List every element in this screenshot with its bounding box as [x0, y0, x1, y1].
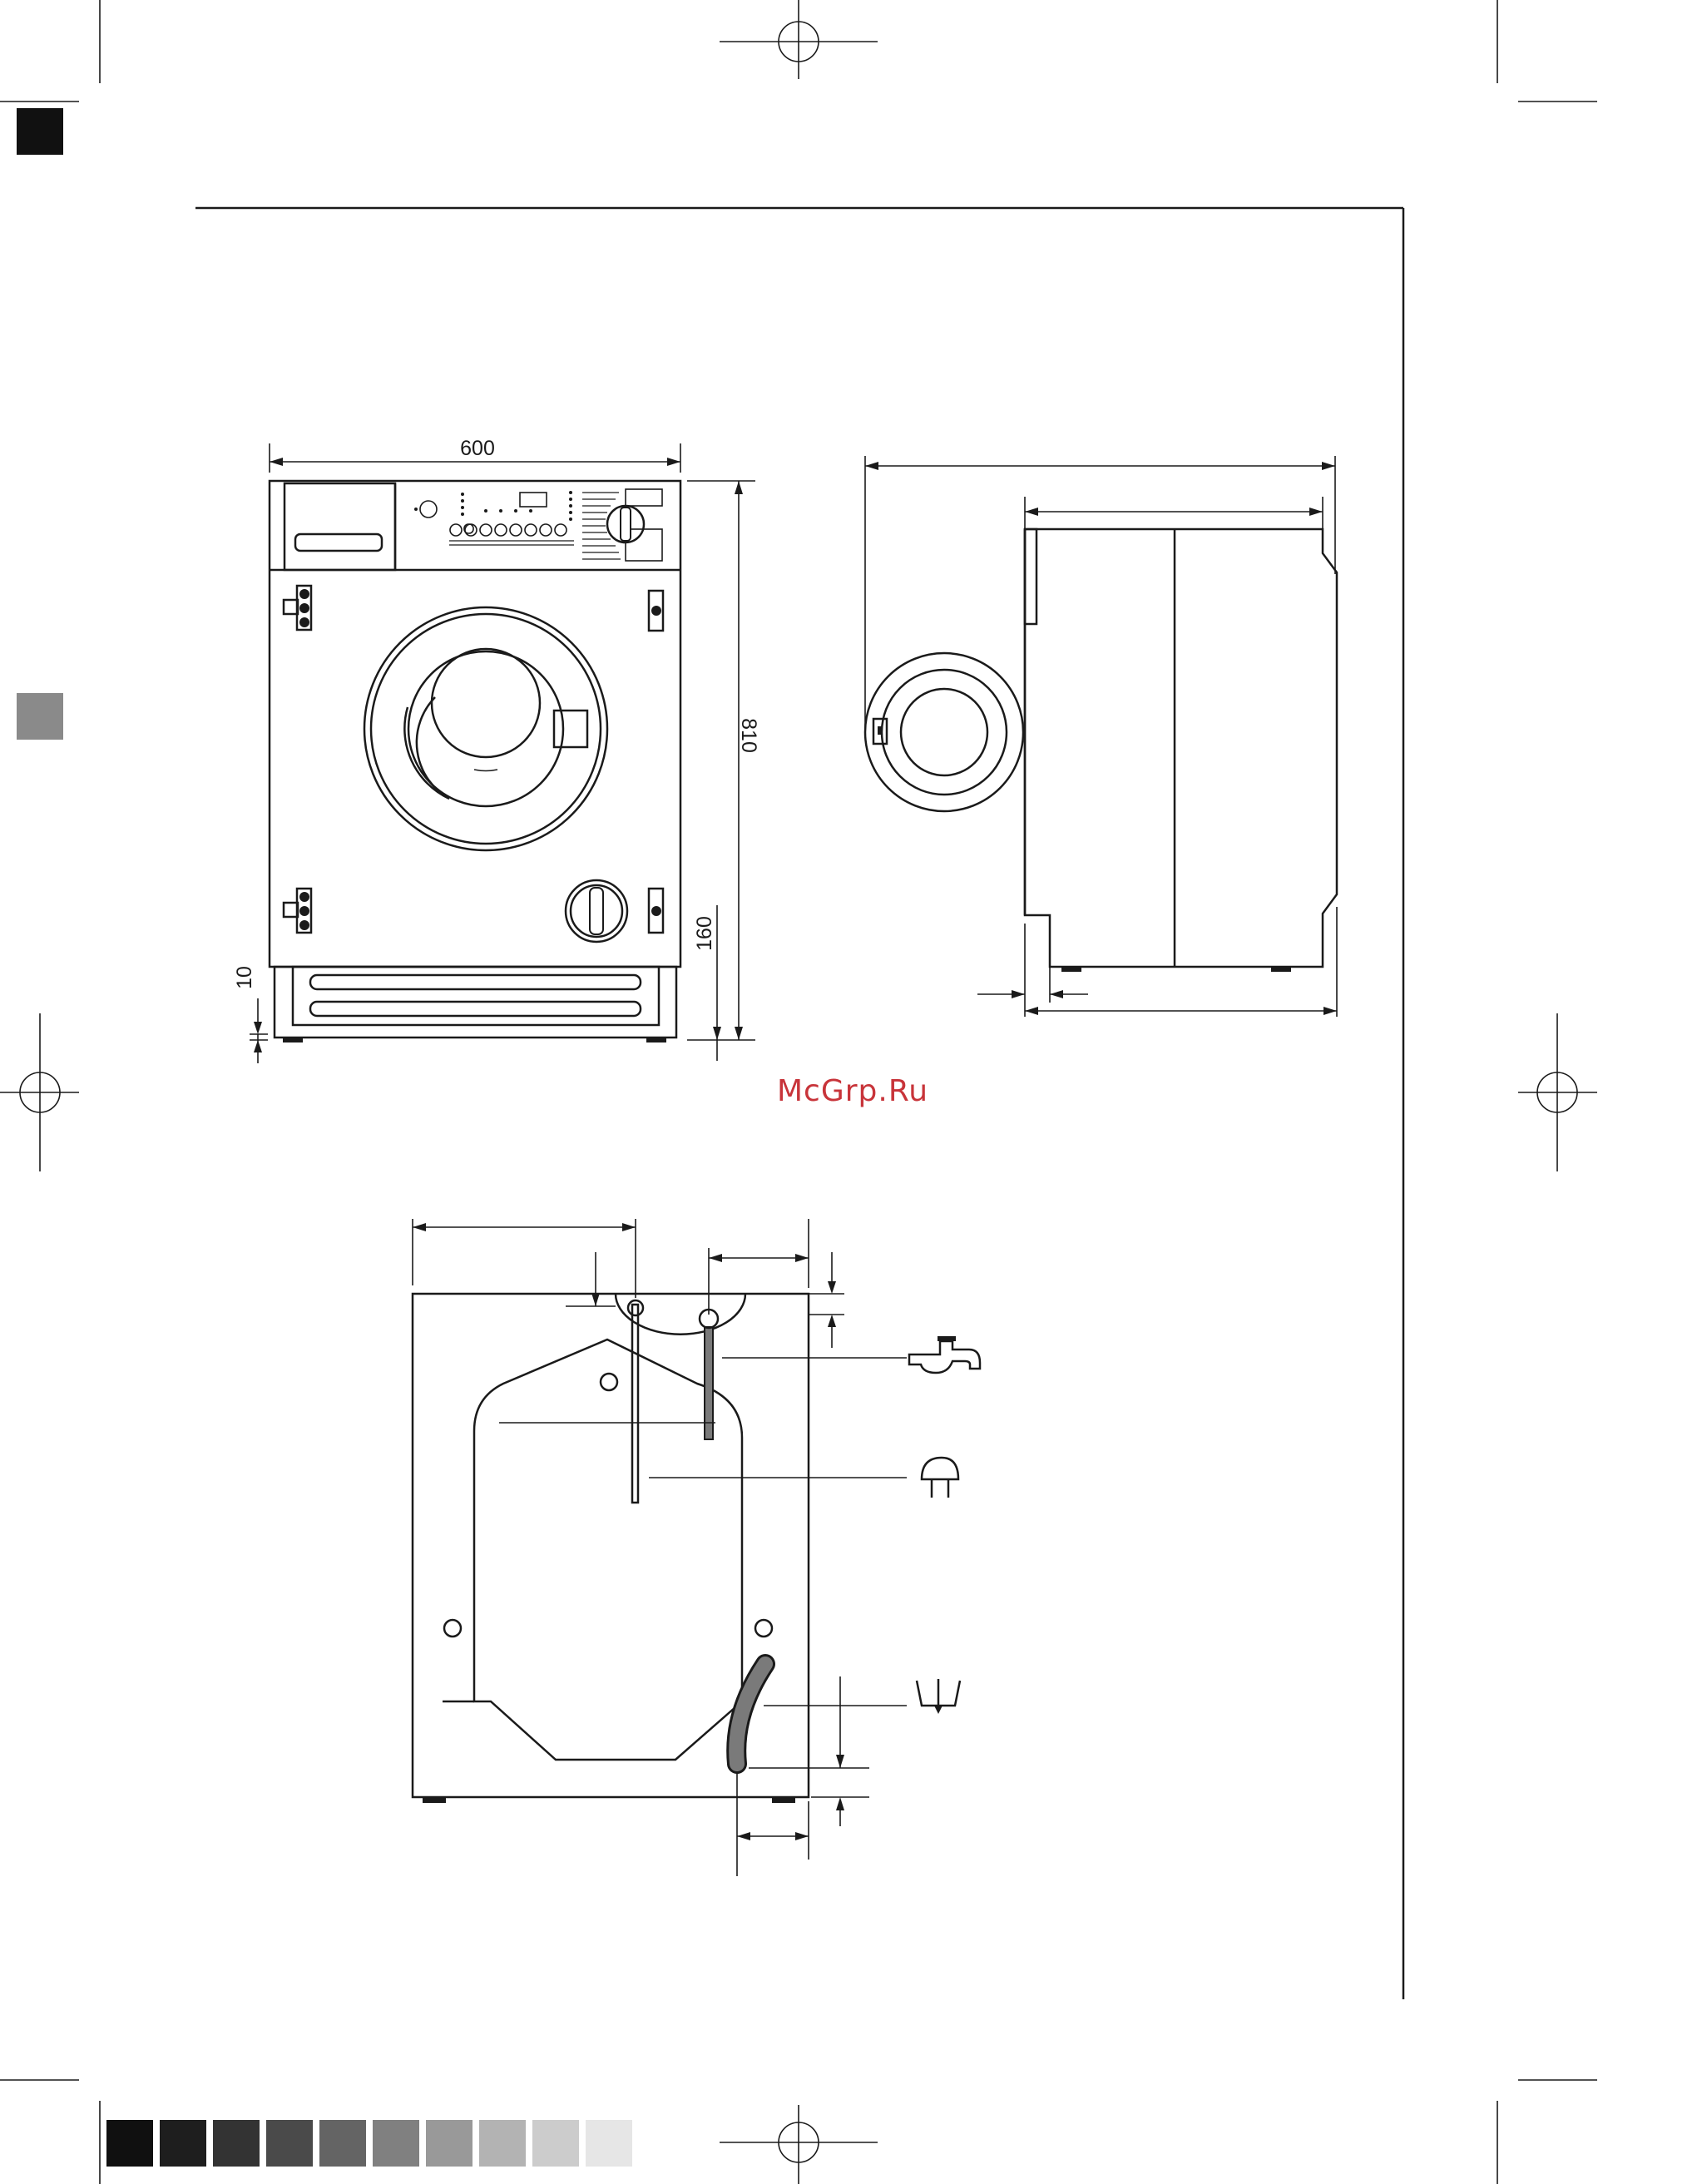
- swatch-4: [266, 2120, 313, 2167]
- dim-label-height: 810: [737, 718, 760, 753]
- rear-view: [413, 1294, 907, 1803]
- swatch-10: [586, 2120, 632, 2167]
- registration-mark-left: [0, 1013, 79, 1171]
- color-calibration-strip: [106, 2120, 632, 2167]
- swatch-5: [319, 2120, 366, 2167]
- rear-dims: [413, 1219, 869, 1876]
- detergent-drawer: [284, 483, 395, 570]
- side-drawer: [1025, 529, 1037, 624]
- power-cable: [632, 1305, 638, 1503]
- dim-label-width: 600: [460, 437, 495, 460]
- watermark: McGrp.Ru: [777, 1074, 928, 1108]
- plinth: [275, 967, 676, 1042]
- latch-bottom-right: [649, 889, 663, 933]
- dim-height-front: 810: [687, 481, 760, 1040]
- control-panel: [414, 489, 662, 561]
- latch-top-right: [649, 591, 663, 631]
- dim-label-feet: 10: [233, 966, 256, 989]
- registration-mark-top: [720, 0, 878, 79]
- water-tap-icon: [909, 1336, 980, 1373]
- side-door-ring: [865, 653, 1023, 811]
- swatch-8: [479, 2120, 526, 2167]
- swatch-1: [106, 2120, 153, 2167]
- side-dims: [865, 456, 1337, 1017]
- dim-feet-front: 10: [233, 966, 268, 1063]
- dim-plinth-front: 160: [693, 905, 721, 1061]
- swatch-6: [373, 2120, 419, 2167]
- registration-mark-bottom: [720, 2105, 878, 2184]
- swatch-7: [426, 2120, 472, 2167]
- side-view: [865, 529, 1337, 972]
- front-view: [270, 481, 680, 1042]
- power-plug-icon: [922, 1458, 958, 1498]
- registration-mark-right: [1518, 1013, 1597, 1171]
- door-handle: [554, 711, 587, 747]
- page-marker-black: [17, 108, 63, 155]
- page-marker-grey: [17, 693, 63, 740]
- dim-label-plinth: 160: [693, 916, 716, 951]
- hinge-bottom-left: [284, 889, 311, 933]
- swatch-2: [160, 2120, 206, 2167]
- hinge-top-left: [284, 586, 311, 630]
- drain-icon: [917, 1679, 960, 1714]
- selector-knob: [566, 880, 627, 942]
- dim-width-front: 600: [270, 437, 680, 473]
- door-outer-ring: [364, 607, 607, 850]
- swatch-3: [213, 2120, 260, 2167]
- swatch-9: [532, 2120, 579, 2167]
